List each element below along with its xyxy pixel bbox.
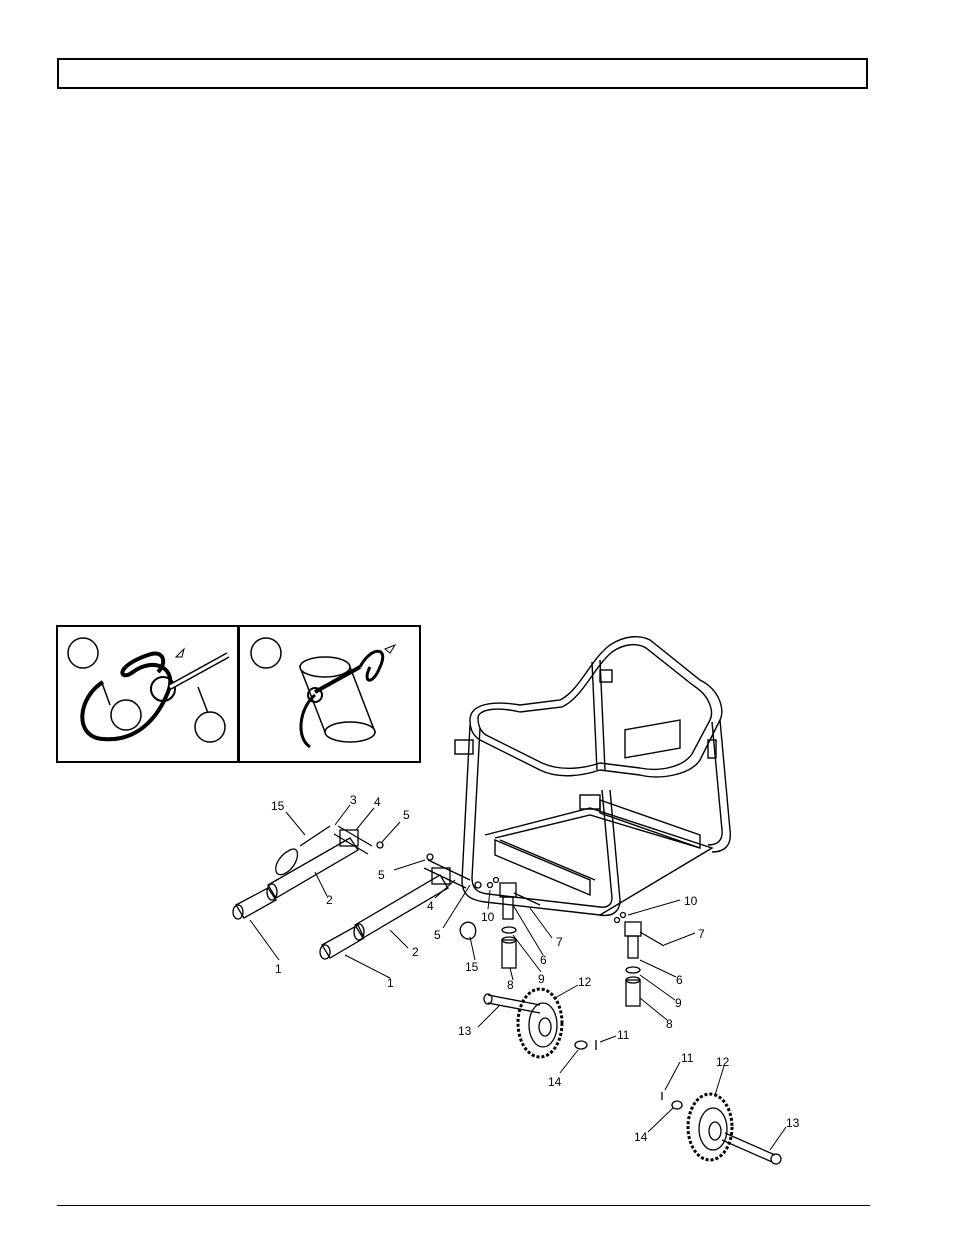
step-circle-a1 [67,637,99,669]
callout-12: 12 [578,975,592,989]
callout-14: 14 [634,1130,648,1144]
callout-15: 15 [465,960,479,974]
callout-1: 1 [387,976,394,990]
lanyard-cord [299,693,317,749]
arrow-icon [174,647,185,658]
callout-9: 9 [538,972,545,986]
callout-8: 8 [507,978,514,992]
callout-5: 5 [378,868,385,882]
lanyard-cord [80,651,173,742]
wheel-mount-a [486,876,541,969]
callout-4: 4 [427,899,434,913]
inset-lanyard-detail-b [238,625,421,763]
callout-11: 11 [681,1051,694,1065]
split-ring [150,676,176,702]
callout-7: 7 [556,935,563,949]
wheel-b [661,1092,782,1165]
callout-6: 6 [540,953,547,967]
callout-7: 7 [698,927,705,941]
lanyard-pin-illustration [67,637,230,743]
callout-2: 2 [326,893,333,907]
callout-1: 1 [275,962,282,976]
callout-8: 8 [666,1017,673,1031]
handle-assembly-upper [232,825,384,920]
step-circle-a3 [194,711,226,743]
callout-3: 3 [350,793,357,807]
handle-assembly-lower [319,853,482,960]
callout-labels: 15 3 4 5 5 2 1 4 5 10 7 6 2 15 9 8 1 12 … [271,793,800,1144]
header-title-box [57,58,868,89]
leader-line [197,686,209,714]
callout-14: 14 [548,1075,562,1089]
callout-13: 13 [458,1024,472,1038]
pin-installed-illustration [250,637,397,749]
leader-line [101,682,111,706]
split-ring [307,687,323,703]
inset-lanyard-detail-a [56,625,239,763]
arrow-icon [384,643,397,654]
pin-shaft [314,665,361,694]
callout-2: 2 [412,945,419,959]
callout-10: 10 [481,910,495,924]
wheel-mount-b [613,911,665,1007]
callout-12: 12 [716,1055,730,1069]
callout-leaders [249,804,787,1151]
callout-9: 9 [675,996,682,1010]
callout-11: 11 [617,1028,630,1042]
frame-assembly [454,636,732,917]
wheel-a [483,987,597,1059]
callout-5: 5 [434,928,441,942]
callout-13: 13 [786,1116,800,1130]
step-circle-b1 [250,637,282,669]
callout-10: 10 [684,894,698,908]
callout-15: 15 [271,799,285,813]
footer-rule [57,1205,870,1206]
step-circle-a2 [110,699,142,731]
callout-5: 5 [403,808,410,822]
callout-4: 4 [374,795,381,809]
callout-6: 6 [676,973,683,987]
